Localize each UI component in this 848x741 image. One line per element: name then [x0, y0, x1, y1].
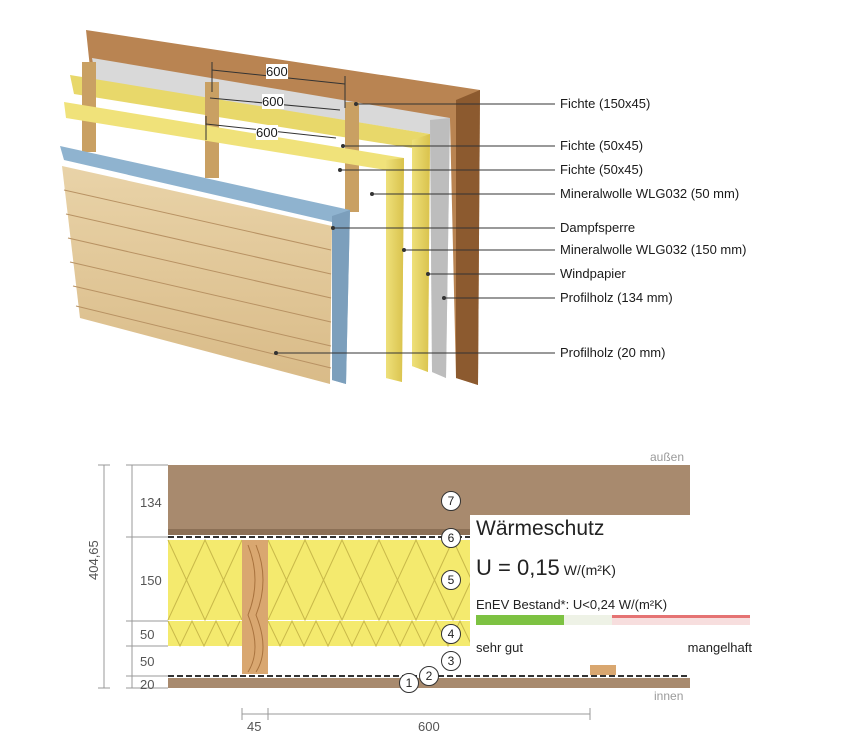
- enev-requirement: EnEV Bestand*: U<0,24 W/(m²K): [476, 597, 668, 612]
- vapour-barrier: [60, 146, 350, 384]
- marker-6: 6: [441, 528, 461, 548]
- label-dampfsperre: Dampfsperre: [560, 220, 636, 235]
- bottom-dim-45: 45: [247, 719, 262, 734]
- label-fichte-150: Fichte (150x45): [560, 96, 651, 111]
- u-unit: W/(m²K): [563, 562, 616, 578]
- marker-3: 3: [441, 651, 461, 671]
- rating-bar-good: [476, 615, 564, 625]
- marker-5: 5: [441, 570, 461, 590]
- dim-top-2: 600: [262, 94, 284, 109]
- label-windpapier: Windpapier: [560, 266, 626, 281]
- dim-top-3: 600: [256, 125, 278, 140]
- rating-bar-bad: [612, 615, 750, 625]
- inside-label: innen: [654, 689, 684, 703]
- scale-left-label: sehr gut: [476, 640, 523, 655]
- thickness-134: 134: [140, 495, 162, 510]
- panel-title: Wärmeschutz: [476, 517, 605, 540]
- dim-top-1: 600: [266, 64, 288, 79]
- inner-cladding: [62, 166, 332, 384]
- total-thickness: 404,65: [86, 540, 101, 580]
- u-number: 0,15: [516, 555, 560, 580]
- marker-7: 7: [441, 491, 461, 511]
- leader-lines: [274, 102, 555, 355]
- outside-label: außen: [650, 450, 685, 464]
- marker-1: 1: [399, 673, 419, 693]
- marker-4: 4: [441, 624, 461, 644]
- wall-3d-illustration: [60, 30, 480, 385]
- label-mineralwolle-150: Mineralwolle WLG032 (150 mm): [560, 242, 747, 257]
- label-fichte-50-a: Fichte (50x45): [560, 138, 644, 153]
- marker-2: 2: [419, 666, 439, 686]
- thickness-50-a: 50: [140, 627, 155, 642]
- label-profilholz-134: Profilholz (134 mm): [560, 290, 673, 305]
- u-prefix: U =: [476, 555, 517, 580]
- label-fichte-50-b: Fichte (50x45): [560, 162, 644, 177]
- rating-bar-neutral: [564, 615, 612, 625]
- thickness-50-b: 50: [140, 654, 155, 669]
- thickness-150: 150: [140, 573, 162, 588]
- label-profilholz-20: Profilholz (20 mm): [560, 345, 666, 360]
- bottom-dim-600: 600: [418, 719, 440, 734]
- thickness-20: 20: [140, 677, 155, 692]
- label-mineralwolle-50: Mineralwolle WLG032 (50 mm): [560, 186, 740, 201]
- scale-right-label: mangelhaft: [687, 640, 752, 655]
